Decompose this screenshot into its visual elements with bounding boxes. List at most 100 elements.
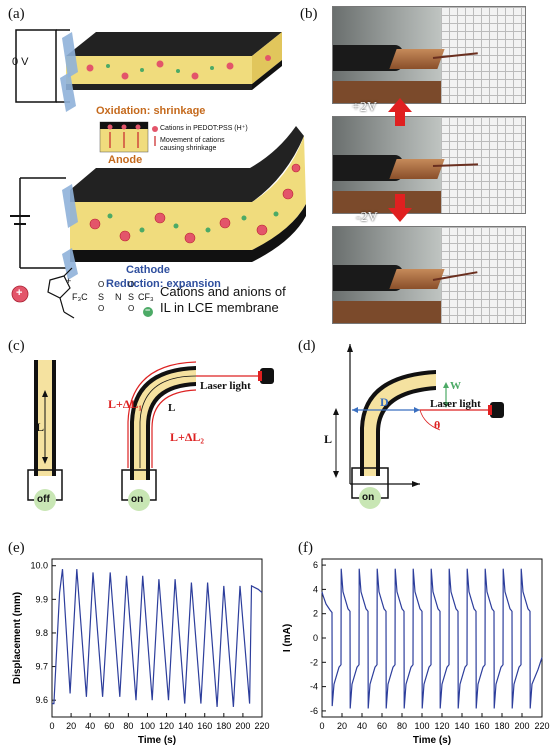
panel-c-diagram <box>27 360 274 511</box>
chart-f-series-line <box>321 568 543 709</box>
chart-e-xtick-label: 20 <box>66 721 76 731</box>
chart-f-xtick-label: 200 <box>514 721 529 731</box>
chart-e-xtick-label: 100 <box>140 721 155 731</box>
panel-c-label: (c) <box>8 338 25 354</box>
chart-current: 0 20 40 60 80 100 120 140 160 180 200 220 -6 -4 -2 0 2 4 6… <box>282 558 550 745</box>
c-L2-label: L <box>168 402 176 414</box>
d-on-indicator <box>359 487 381 509</box>
chart-f-ytick-label: -6 <box>310 706 318 716</box>
chart-e-ytick-label: 9.7 <box>35 662 48 672</box>
chart-e-xtick-label: 200 <box>235 721 250 731</box>
chart-f-xtick-label: 160 <box>474 721 489 731</box>
chem-s1: S <box>98 292 105 302</box>
legend-cation: Cations in PEDOT:PSS (H⁺) <box>160 125 248 132</box>
chart-f-xtick-label: 120 <box>434 721 449 731</box>
chart-f-xtick-label: 40 <box>357 721 367 731</box>
v-plus-label: +2V <box>352 100 378 115</box>
c-L-dL2-label: L+ΔL₂ <box>170 430 204 444</box>
photo-neutral <box>332 6 526 104</box>
chart-f-xtick-label: 80 <box>397 721 407 731</box>
chart-f-ylabel: I (mA) <box>282 624 293 652</box>
v-minus-label: -2V <box>356 210 378 225</box>
d-theta-label: θ <box>434 418 441 432</box>
legend-movement: Movement of cations causing shrinkage <box>160 137 225 152</box>
c-L-label: L <box>36 420 45 434</box>
chart-e-xtick-label: 0 <box>49 721 54 731</box>
chart-f-ytick-label: 4 <box>313 584 318 594</box>
c-L-dL1-label: L+ΔL₁ <box>108 397 142 411</box>
il-line2: IL in LCE membrane <box>160 300 279 315</box>
c-on-label: on <box>131 494 144 505</box>
panel-d-diagram <box>333 344 504 509</box>
d-laser-label: Laser light <box>430 398 481 410</box>
chart-e-xtick-label: 80 <box>123 721 133 731</box>
chart-f-xtick-label: 140 <box>454 721 469 731</box>
chart-e-frame <box>51 558 263 718</box>
panel-a-diagram <box>10 29 306 319</box>
panel-a-label: (a) <box>8 6 25 22</box>
chart-e-ytick-label: 9.8 <box>35 628 48 638</box>
circuit-top <box>15 29 57 103</box>
chart-e-ytick-label: 10.0 <box>30 561 48 571</box>
off-indicator <box>34 489 56 511</box>
chem-n: N <box>115 292 122 302</box>
on-indicator <box>128 489 150 511</box>
chart-e-xtick-label: 120 <box>159 721 174 731</box>
chem-o1: O <box>98 280 105 289</box>
chart-f-xtick-label: 100 <box>414 721 429 731</box>
anion-sign: − <box>145 305 151 315</box>
panel-f-label: (f) <box>298 540 313 556</box>
chart-e-xtick-label: 160 <box>197 721 212 731</box>
c-laser-label: Laser light <box>200 380 251 392</box>
chart-e-ytick-label: 9.9 <box>35 594 48 604</box>
d-W-label: W <box>450 380 461 392</box>
d-L-label: L <box>324 432 333 446</box>
chart-e-series-line <box>52 569 263 707</box>
chart-f-ytick-label: -4 <box>310 682 318 692</box>
laser-icon <box>260 368 274 384</box>
reduction-label: Reduction: expansion <box>106 278 221 290</box>
panel-b-label: (b) <box>300 6 318 22</box>
bent-strip <box>134 370 196 480</box>
chart-e-xtick-label: 40 <box>85 721 95 731</box>
chart-f-ytick-label: 2 <box>313 609 318 619</box>
c-off-label: off <box>37 494 50 505</box>
d-D-label: D <box>380 395 389 409</box>
cathode-label: Cathode <box>126 264 170 276</box>
d-strip <box>364 374 436 476</box>
chart-f-xtick-label: 220 <box>534 721 549 731</box>
panel-d-label: (d) <box>298 338 316 354</box>
il-line1: Cations and anions of <box>160 284 286 299</box>
membrane-top-electrode <box>66 32 282 56</box>
voltage-arrows <box>388 98 412 222</box>
chart-f-ytick-label: 0 <box>313 633 318 643</box>
cation-sign: + <box>16 287 23 299</box>
chart-e-xtick-label: 60 <box>104 721 114 731</box>
anode-label: Anode <box>108 154 143 166</box>
chem-o4: O <box>128 304 135 313</box>
oxidation-label: Oxidation: shrinkage <box>96 105 206 117</box>
chem-n-plus: + <box>66 276 72 286</box>
chart-f-ytick-label: 6 <box>313 560 318 570</box>
photo-plus2v <box>332 116 526 214</box>
chem-cf3: CF₃ <box>138 292 154 302</box>
arrow-down-icon <box>388 194 412 222</box>
chart-e-xtick-label: 140 <box>178 721 193 731</box>
chart-e-ytick-label: 9.6 <box>35 695 48 705</box>
chem-o2: O <box>128 280 135 289</box>
chart-f-xtick-label: 0 <box>319 721 324 731</box>
chart-f-xtick-label: 60 <box>377 721 387 731</box>
voltage-label: 0 V <box>12 56 29 68</box>
membrane-bent <box>70 136 306 250</box>
chart-f-xtick-label: 180 <box>494 721 509 731</box>
chart-e-xtick-label: 180 <box>216 721 231 731</box>
chart-f-xtick-label: 20 <box>337 721 347 731</box>
chart-f-xlabel: Time (s) <box>413 735 451 745</box>
chem-s2: S <box>128 292 135 302</box>
membrane-flat <box>66 56 252 84</box>
panel-e-label: (e) <box>8 540 25 556</box>
chem-o3: O <box>98 304 105 313</box>
chart-e-xlabel: Time (s) <box>138 735 176 745</box>
chart-f-ytick-label: -2 <box>310 657 318 667</box>
